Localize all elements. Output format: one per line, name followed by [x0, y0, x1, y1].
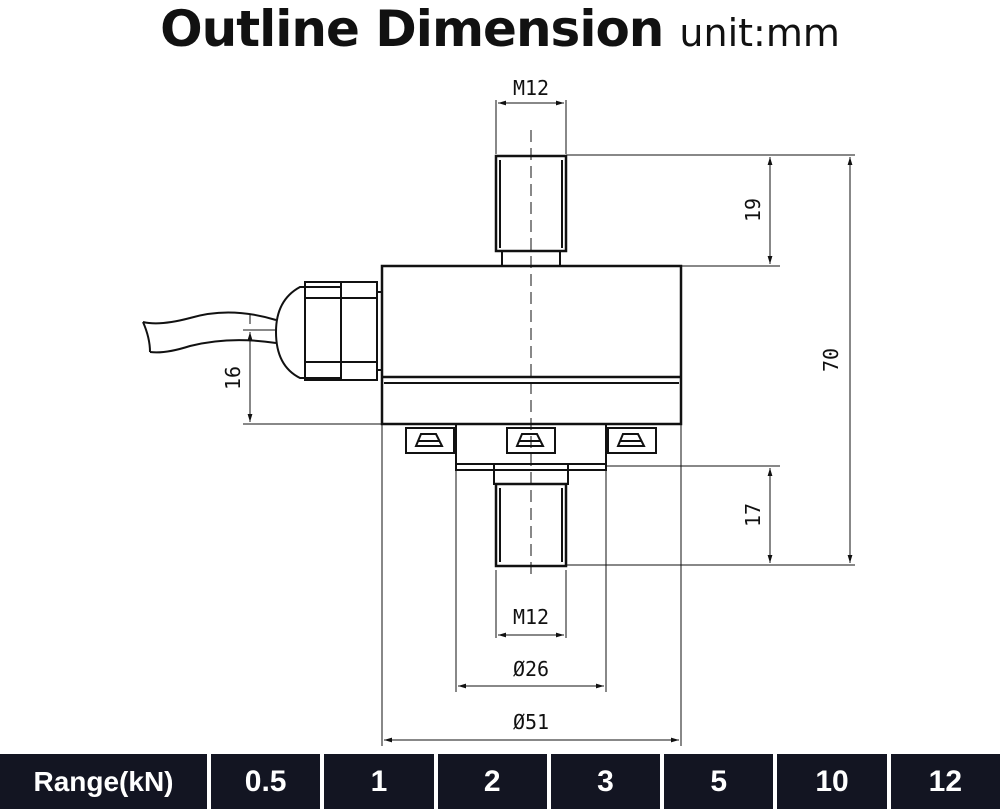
range-label: Range(kN) [0, 754, 207, 809]
title-unit: unit:mm [679, 11, 840, 55]
label-cable-offset: 16 [221, 366, 245, 390]
extension-lines [243, 100, 855, 746]
title-bar: Outline Dimension unit:mm [0, 0, 1000, 62]
title-main: Outline Dimension [160, 0, 664, 58]
range-value: 5 [664, 754, 774, 809]
screw-center [506, 427, 556, 454]
range-value: 12 [890, 754, 1000, 809]
range-value: 10 [777, 754, 887, 809]
screw-right [607, 427, 657, 454]
label-bottom-thread: M12 [513, 605, 549, 629]
range-value: 3 [550, 754, 661, 809]
label-top-length: 19 [741, 198, 765, 222]
range-value: 2 [437, 754, 547, 809]
label-bottom-length: 17 [741, 503, 765, 527]
label-inner-diameter: Ø26 [513, 657, 549, 681]
range-value: 1 [324, 754, 434, 809]
range-table: Range(kN) 0.5 1 2 3 5 10 12 [0, 751, 1000, 812]
label-outer-diameter: Ø51 [513, 710, 549, 734]
screw-left [405, 427, 455, 454]
label-overall-height: 70 [819, 348, 843, 372]
range-value: 0.5 [211, 754, 321, 809]
label-top-thread: M12 [513, 76, 549, 100]
cable-gland [274, 281, 383, 381]
bottom-stud [494, 482, 568, 568]
outline-dimension-drawing: M12 19 70 16 17 M12 Ø26 Ø51 [142, 76, 855, 746]
cable [142, 311, 277, 354]
